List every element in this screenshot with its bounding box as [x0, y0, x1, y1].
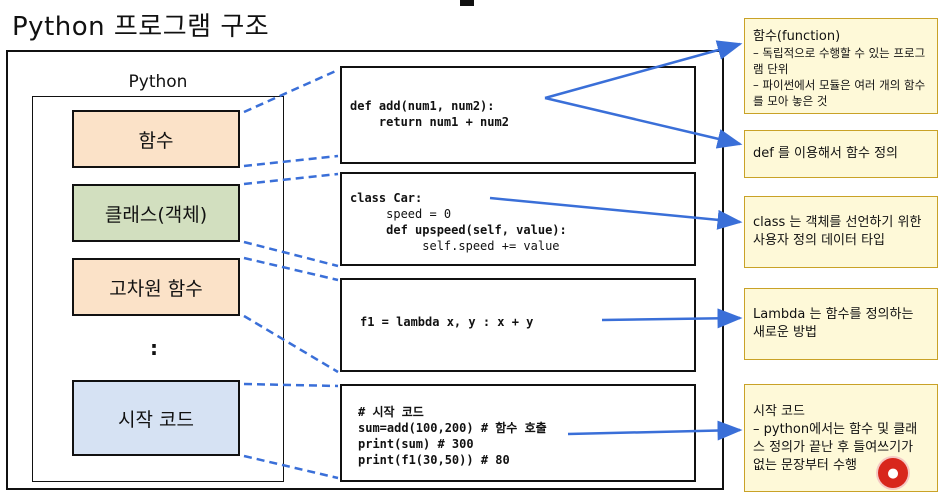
arrow-start-note: [567, 420, 743, 441]
note-lambda-text: Lambda 는 함수를 정의하는 새로운 방법: [753, 307, 914, 340]
code-line: f1 = lambda x, y : x + y: [360, 315, 534, 329]
note-start-code: 시작 코드 – python에서는 함수 및 클래스 정의가 끝난 후 들여쓰기…: [744, 384, 938, 492]
code-line: def add(num1, num2):: [350, 99, 495, 113]
arrow-function-note: [544, 40, 743, 100]
code-line: print(sum) # 300: [358, 437, 474, 451]
code-block-lambda: f1 = lambda x, y : x + y: [340, 278, 696, 372]
note-def: def 를 이용해서 함수 정의: [744, 130, 938, 178]
code-line: sum=add(100,200) # 함수 호출: [358, 421, 547, 435]
arrow-lambda-note: [601, 308, 743, 329]
dashed-connector: [243, 382, 339, 388]
arrow-def-note: [544, 96, 743, 149]
dashed-connector: [243, 154, 339, 168]
note-function: 함수(function) – 독립적으로 수행할 수 있는 프로그램 단위 – …: [744, 18, 938, 114]
dashed-connector: [243, 240, 339, 268]
page-title: Python 프로그램 구조: [12, 12, 270, 42]
dashed-connector: [243, 172, 339, 186]
note-class-text: class 는 객체를 선언하기 위한 사용자 정의 데이터 타입: [753, 215, 922, 248]
note-lambda: Lambda 는 함수를 정의하는 새로운 방법: [744, 288, 938, 360]
code-line: # 시작 코드: [358, 405, 424, 419]
dashed-connector: [243, 314, 339, 374]
dashed-connector: [243, 454, 339, 480]
dashed-connector: [243, 256, 339, 282]
code-line: return num1 + num2: [350, 115, 509, 129]
dashed-connector: [243, 68, 339, 114]
code-line: self.speed += value: [350, 239, 560, 253]
note-function-item: – 독립적으로 수행할 수 있는 프로그램 단위: [753, 46, 926, 76]
code-line: speed = 0: [350, 207, 452, 221]
note-class: class 는 객체를 선언하기 위한 사용자 정의 데이터 타입: [744, 196, 938, 268]
top-edge-marker: [460, 0, 474, 6]
record-icon[interactable]: ●: [878, 458, 908, 488]
note-start-title: 시작 코드: [753, 404, 805, 419]
code-line: print(f1(30,50)) # 80: [358, 453, 510, 467]
code-line: class Car:: [350, 191, 423, 205]
component-class: 클래스(객체): [72, 184, 240, 242]
component-higher-order-function: 고차원 함수: [72, 258, 240, 316]
note-function-item: – 파이썬에서 모듈은 여러 개의 함수를 모아 놓은 것: [753, 78, 926, 108]
code-block-function: def add(num1, num2): return num1 + num2: [340, 66, 696, 164]
note-function-title: 함수(function): [753, 29, 841, 44]
code-line: def upspeed(self, value):: [350, 223, 567, 237]
ellipsis: :: [150, 336, 158, 360]
python-label: Python: [128, 72, 188, 92]
component-start-code: 시작 코드: [72, 380, 240, 456]
code-block-class: class Car: speed = 0 def upspeed(self, v…: [340, 172, 696, 266]
outer-frame: [6, 50, 724, 490]
note-start-body: – python에서는 함수 및 클래스 정의가 끝난 후 들여쓰기가 없는 문…: [753, 422, 918, 473]
component-function: 함수: [72, 110, 240, 168]
note-def-text: def 를 이용해서 함수 정의: [753, 146, 898, 161]
python-container: [32, 96, 284, 482]
arrow-class-note: [489, 196, 743, 230]
